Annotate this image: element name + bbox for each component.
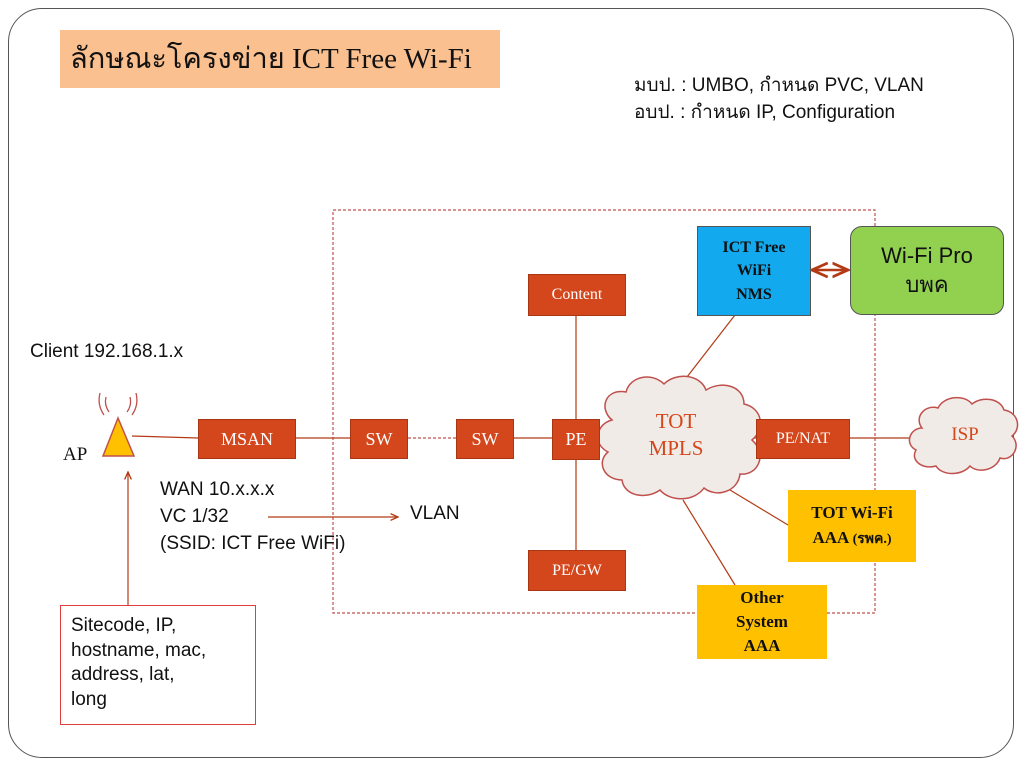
wifi-pro-line-1: Wi-Fi Pro — [881, 242, 973, 268]
ap-label: AP — [63, 444, 88, 465]
nms-line-2: WiFi — [736, 262, 772, 280]
link-ap-msan — [131, 435, 199, 439]
pe-nat-node: PE/NAT — [756, 419, 850, 459]
content-node: Content — [528, 274, 626, 316]
tot-mpls-label: TOT MPLS — [630, 408, 722, 463]
sw-node-2: SW — [456, 419, 514, 459]
network-boundary — [332, 209, 876, 614]
nms-line-1: ICT Free — [722, 239, 786, 257]
tot-aaa-line-2: AAA (รพค.) — [812, 526, 891, 551]
tot-mpls-line-2: MPLS — [648, 436, 704, 461]
link-cloud-other-aaa — [682, 499, 736, 586]
tot-aaa-aaa: AAA — [812, 528, 849, 547]
tot-aaa-suffix: (รพค.) — [852, 532, 892, 547]
tot-mpls-line-1: TOT — [655, 409, 697, 433]
wifi-pro-line-2: บพค — [905, 271, 949, 297]
wifi-pro-node: Wi-Fi Pro บพค — [850, 226, 1004, 315]
sitecode-box: Sitecode, IP, hostname, mac, address, la… — [60, 605, 256, 725]
sitecode-line-3: address, lat, — [71, 664, 175, 686]
sitecode-line-1: Sitecode, IP, — [71, 615, 177, 636]
sitecode-line-4: long — [71, 689, 107, 711]
nms-node: ICT Free WiFi NMS — [697, 226, 811, 316]
sw-node-1: SW — [350, 419, 408, 459]
slide-frame — [8, 8, 1014, 758]
wan-label: WAN 10.x.x.x — [160, 479, 275, 500]
slide-title: ลักษณะโครงข่าย ICT Free Wi-Fi — [60, 30, 500, 88]
other-aaa-line-2: System — [736, 612, 788, 632]
vc-label: VC 1/32 — [160, 506, 229, 527]
note-ip-config: อบป. : กำหนด IP, Configuration — [634, 102, 896, 123]
tot-aaa-line-1: TOT Wi-Fi — [811, 503, 893, 523]
link-cloud-tot-aaa — [729, 489, 789, 526]
isp-cloud — [908, 396, 1019, 475]
other-aaa-line-3: AAA — [743, 635, 781, 655]
ap-antenna-icon — [98, 392, 138, 457]
note-umbo: มบป. : UMBO, กำหนด PVC, VLAN — [634, 75, 924, 96]
nms-line-3: NMS — [736, 285, 772, 303]
link-cloud-nms — [679, 314, 736, 387]
isp-label: ISP — [951, 424, 979, 445]
tot-mpls-cloud — [597, 375, 762, 500]
pe-gw-node: PE/GW — [528, 550, 626, 591]
ssid-label: (SSID: ICT Free WiFi) — [160, 533, 346, 554]
sitecode-line-2: hostname, mac, — [71, 639, 207, 661]
vlan-label: VLAN — [410, 503, 460, 524]
pe-node: PE — [552, 419, 600, 460]
tot-wifi-aaa-node: TOT Wi-Fi AAA (รพค.) — [788, 490, 916, 562]
other-system-aaa-node: Other System AAA — [697, 585, 827, 659]
other-aaa-line-1: Other — [740, 588, 784, 608]
client-label: Client 192.168.1.x — [30, 341, 184, 362]
msan-node: MSAN — [198, 419, 296, 459]
